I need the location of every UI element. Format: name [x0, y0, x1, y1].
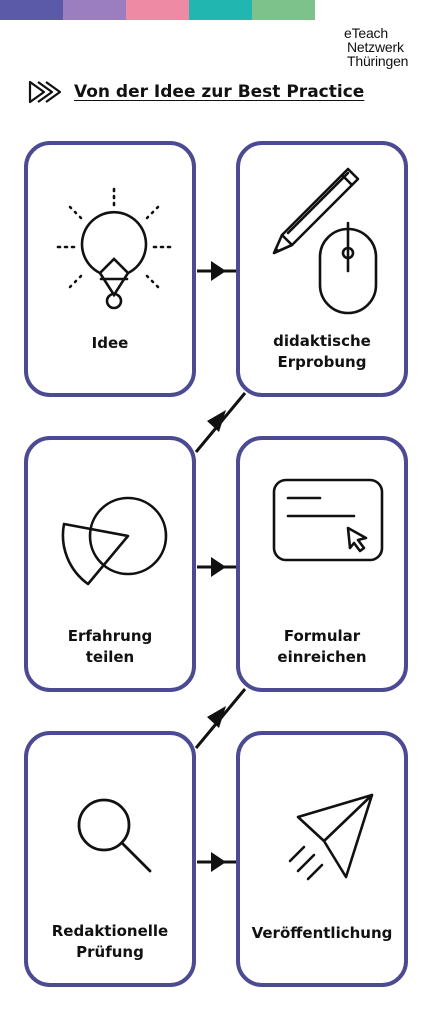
title-row: Von der Idee zur Best Practice: [28, 80, 364, 104]
color-bar-segment: [0, 0, 63, 20]
play-arrows-icon: [28, 80, 62, 104]
brand-logo: eTeach Netzwerk Thüringen: [344, 26, 408, 68]
magnifier-icon: [77, 798, 152, 873]
step-card-formular: Formular einreichen: [236, 436, 408, 692]
color-bar-segment: [126, 0, 189, 20]
brand-line-1: eTeach: [344, 25, 388, 41]
arrow-head: [211, 261, 226, 281]
step-card-veroeffentlichung: Veröffentlichung: [236, 731, 408, 987]
arrow-head: [207, 706, 226, 728]
brand-line-3: Thüringen: [347, 53, 409, 69]
step-card-idee: Idee: [24, 141, 196, 397]
step-label: Formular einreichen: [277, 627, 367, 666]
step-label: Veröffentlichung: [251, 924, 393, 942]
step-label: Idee: [91, 334, 129, 352]
color-bar-segment: [189, 0, 252, 20]
color-bar-segment: [252, 0, 315, 20]
arrow-head: [207, 410, 226, 432]
pencil-mouse-icon: [272, 167, 378, 315]
lightbulb-icon: [56, 187, 172, 310]
paper-plane-icon: [288, 793, 374, 881]
arrow-head: [211, 557, 226, 577]
color-bar-segment: [63, 0, 126, 20]
step-card-erfahrung: Erfahrung teilen: [24, 436, 196, 692]
color-bar: [0, 0, 315, 20]
share-shapes-icon: [61, 496, 168, 586]
page-title: Von der Idee zur Best Practice: [74, 82, 365, 102]
step-label: Erfahrung teilen: [67, 627, 153, 666]
step-label: didaktische Erprobung: [273, 332, 371, 371]
step-card-erprobung: didaktische Erprobung: [236, 141, 408, 397]
form-cursor-icon: [272, 478, 384, 562]
step-card-pruefung: Redaktionelle Prüfung: [24, 731, 196, 987]
brand-line-2: Netzwerk: [347, 39, 404, 55]
arrow-head: [211, 852, 226, 872]
step-label: Redaktionelle Prüfung: [51, 922, 169, 961]
